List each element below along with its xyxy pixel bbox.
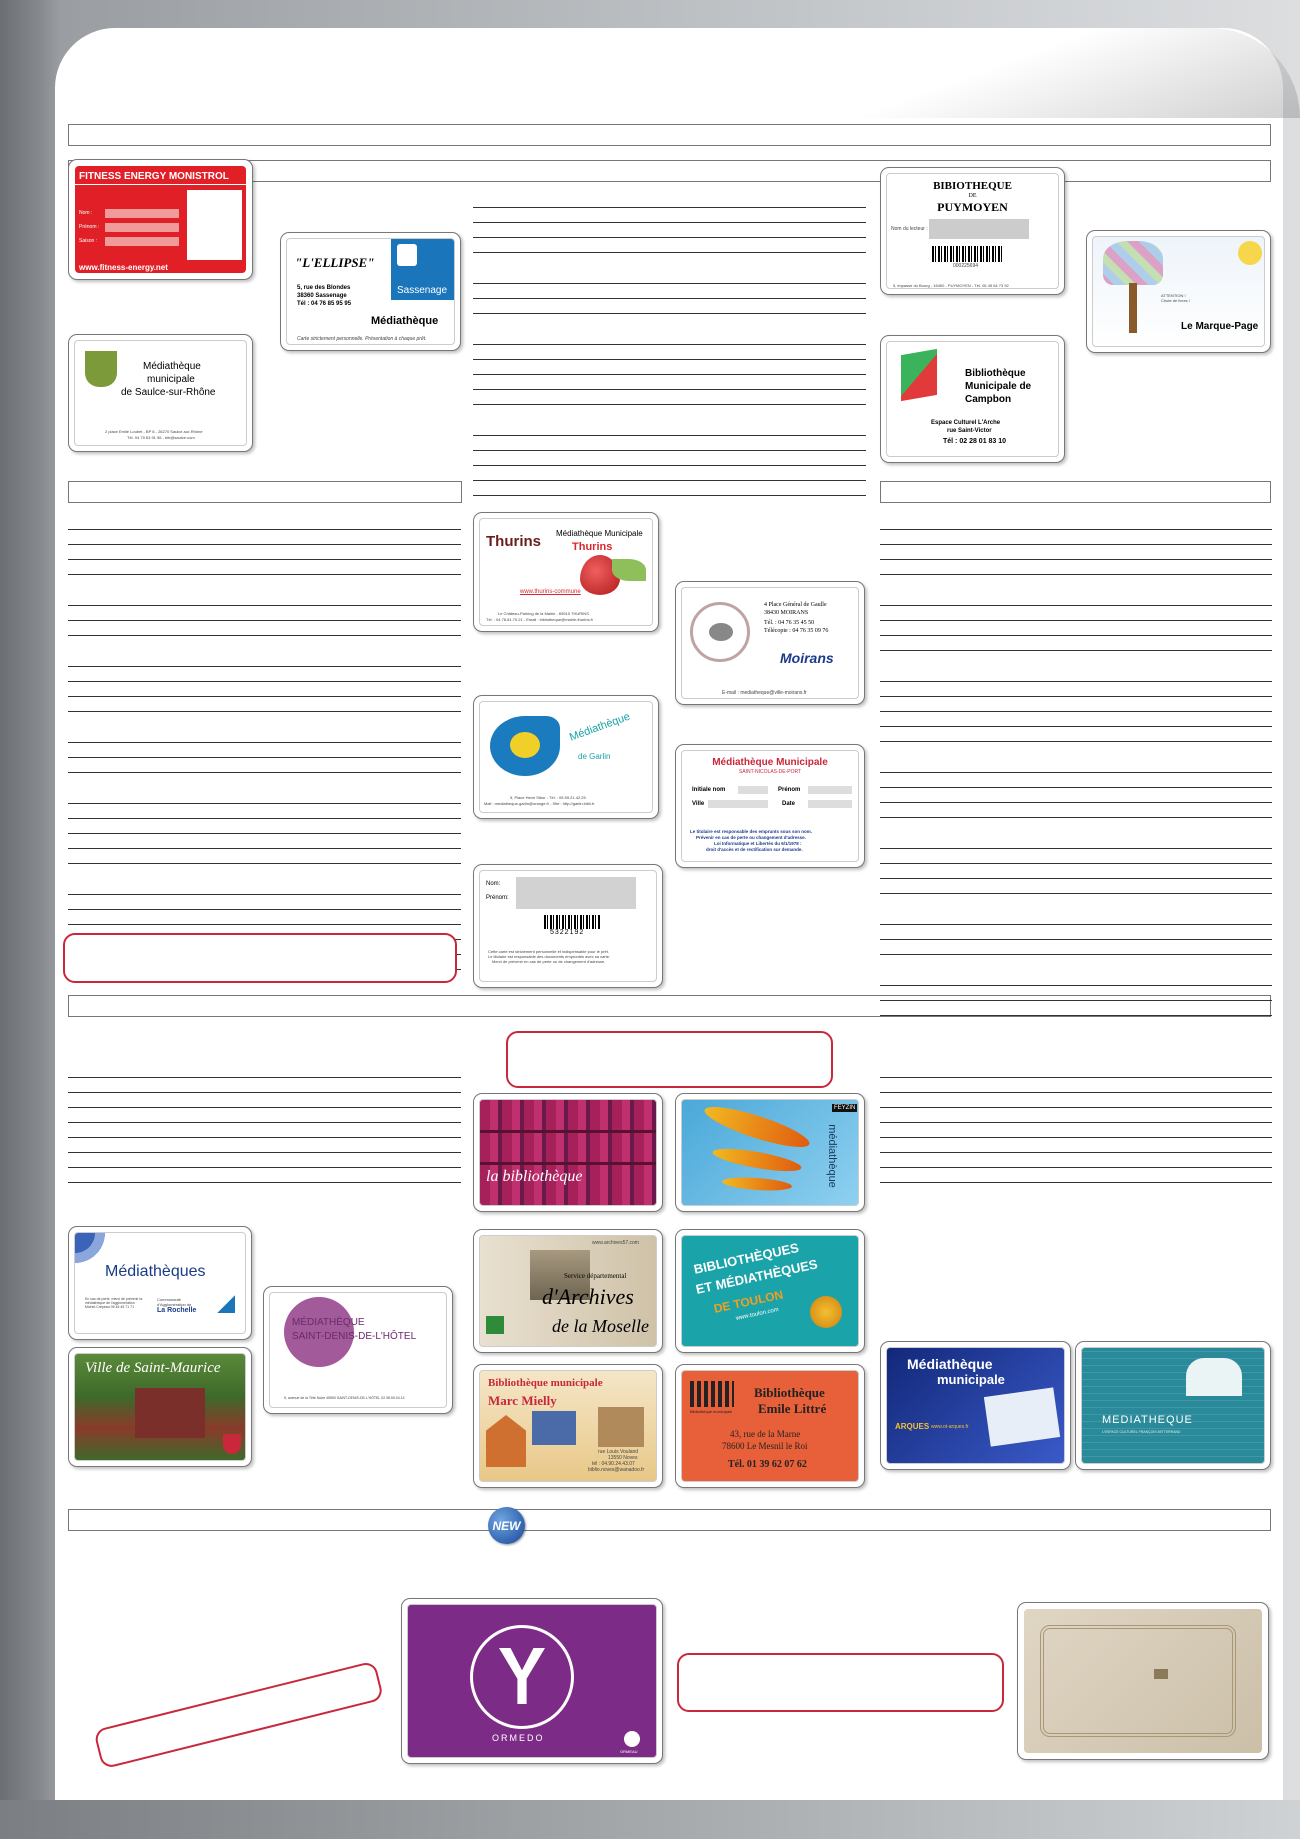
campbon-logo-icon xyxy=(901,348,937,402)
card-mediatheque-moirans: 4 Place Général de Gaulle 38430 MOIRANS … xyxy=(675,581,865,705)
card-mediatheque-thurins: Thurins Médiathèque Municipale Thurins w… xyxy=(473,512,659,632)
rfid-antenna xyxy=(1040,1625,1236,1737)
ormedo-logo-icon xyxy=(470,1625,574,1729)
toulon-seal-icon xyxy=(810,1296,842,1328)
page-sheet xyxy=(55,28,1283,1800)
photo-thumb xyxy=(532,1411,576,1445)
bottom-band xyxy=(0,1800,1300,1839)
card-barcode-reader: Nom: Prénom: 5322192 Cette carte est str… xyxy=(473,864,663,988)
red-callout-left xyxy=(63,933,457,983)
text-lines-mid-right xyxy=(880,1063,1272,1183)
feather-icon xyxy=(711,1144,803,1176)
red-callout-bottom-right xyxy=(677,1653,1004,1712)
sun-icon xyxy=(1238,241,1262,265)
section-header-bottom xyxy=(68,1509,1271,1531)
card-ville-saint-maurice: Ville de Saint-Maurice xyxy=(68,1347,252,1467)
text-lines-mid-left xyxy=(68,1063,461,1183)
card-bibliotheques-toulon: BIBLIOTHÈQUES ET MÉDIATHÈQUES DE TOULON … xyxy=(675,1229,865,1353)
text-lines-top-center xyxy=(473,193,866,496)
rfid-chip xyxy=(1154,1669,1168,1679)
page-sheet-graphic xyxy=(983,1387,1061,1447)
purple-circle xyxy=(284,1297,354,1367)
sassenage-logo: Sassenage xyxy=(391,239,454,300)
garlin-logo-icon xyxy=(490,716,560,776)
section-header-right xyxy=(880,481,1271,503)
tree-crest-icon xyxy=(85,351,117,387)
mouse-ring-logo-icon xyxy=(690,602,750,662)
ormeau-tree-icon xyxy=(624,1731,640,1747)
section-header-top xyxy=(68,124,1271,146)
photo-thumb xyxy=(598,1407,644,1447)
barcode xyxy=(544,915,600,929)
card-archives-moselle: www.archives57.com Service départemental… xyxy=(473,1229,663,1353)
red-callout-center xyxy=(506,1031,833,1088)
feather-icon xyxy=(701,1100,813,1155)
agglo-logo-icon xyxy=(217,1295,235,1313)
city-crest-icon xyxy=(223,1434,241,1454)
books-logo-icon xyxy=(690,1381,734,1407)
m-logo-icon xyxy=(1186,1358,1242,1396)
crest-icon xyxy=(397,244,417,266)
card-ormedo: ORMEDO ORMEAU xyxy=(401,1598,663,1764)
church-icon xyxy=(486,1415,526,1467)
card-bibliotheque-puymoyen: BIBIOTHEQUE DE PUYMOYEN Nom du lecteur :… xyxy=(880,167,1065,295)
card-bibliotheque-campbon: Bibliothèque Municipale de Campbon Espac… xyxy=(880,335,1065,463)
section-header-left xyxy=(68,481,462,503)
card-saulce-sur-rhone: Médiathèque municipale de Saulce-sur-Rhô… xyxy=(68,334,253,452)
card-rfid-tag xyxy=(1017,1602,1269,1760)
card-bibliotheque-emile-littre: Bibliothèque municipale Bibliothèque Emi… xyxy=(675,1364,865,1488)
fitness-url: www.fitness-energy.net xyxy=(79,263,168,272)
card-mediatheque-garlin: Médiathèque de Garlin 5, Place Henri Sib… xyxy=(473,695,659,819)
tree-drawing-icon xyxy=(1103,241,1163,285)
card-fitness-energy: FITNESS ENERGY MONISTROL Nom : Prénom : … xyxy=(68,159,253,280)
text-lines-left xyxy=(68,515,461,970)
barcode xyxy=(932,246,1002,262)
card-mediatheques-la-rochelle: Médiathèques En cas de perte, merci de p… xyxy=(68,1226,252,1340)
feather-icon xyxy=(721,1175,793,1193)
new-badge: NEW xyxy=(488,1507,525,1544)
fitness-title: FITNESS ENERGY MONISTROL xyxy=(79,171,229,182)
card-bibliotheque-noves: Bibliothèque municipale Marc Mielly rue … xyxy=(473,1364,663,1488)
card-le-marque-page: ATTENTION ! Chute de livres ! Le Marque-… xyxy=(1086,230,1271,353)
card-mediatheque-saint-nicolas: Médiathèque Municipale SAINT-NICOLAS-DE-… xyxy=(675,744,865,868)
card-la-bibliotheque: la bibliothèque xyxy=(473,1093,663,1212)
moselle-logo-icon xyxy=(486,1316,504,1334)
page-curl-shadow xyxy=(800,28,1300,118)
monument-photo xyxy=(530,1250,590,1300)
house-photo xyxy=(135,1388,205,1438)
card-mediatheque-espace-culturel: MEDIATHEQUE L'ESPACE CULTUREL FRANÇOIS M… xyxy=(1075,1341,1271,1470)
card-ellipse-sassenage: "L'ELLIPSE" Sassenage 5, rue des Blondes… xyxy=(280,232,461,351)
card-mediatheque-arques: Médiathèque municipale ARQUES www.ot-arq… xyxy=(880,1341,1071,1470)
text-lines-right xyxy=(880,515,1272,1016)
card-feyzin-mediatheque: FEYZIN médiathèque xyxy=(675,1093,865,1212)
floral-ornament-icon xyxy=(75,1233,135,1273)
fitness-photo-box xyxy=(187,190,242,260)
card-mediatheque-saint-denis: MÉDIATHÈQUE SAINT-DENIS-DE-L'HÔTEL 5, av… xyxy=(263,1286,453,1414)
leaf-icon xyxy=(612,559,646,581)
